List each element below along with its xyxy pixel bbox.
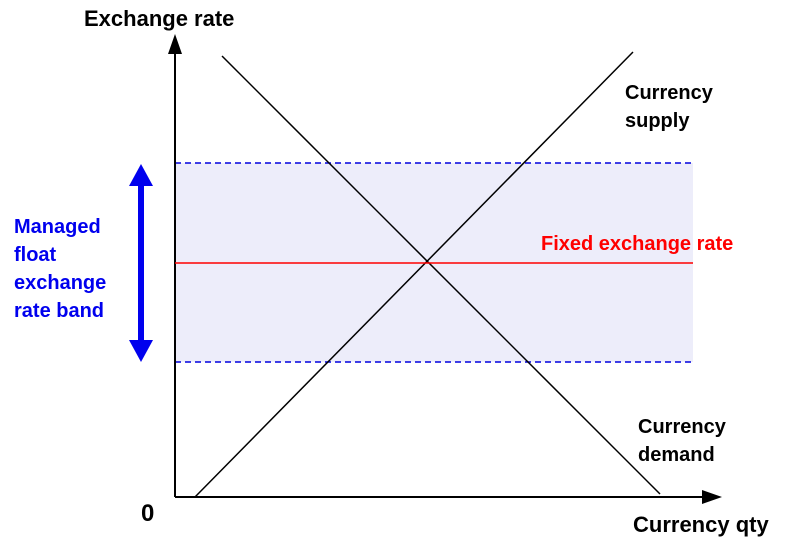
band-arrow-bottom-head xyxy=(129,340,153,362)
fixed-rate-label: Fixed exchange rate xyxy=(541,233,733,255)
demand-label-line2: demand xyxy=(638,444,715,466)
origin-label: 0 xyxy=(141,500,154,527)
x-axis-arrowhead xyxy=(702,490,722,504)
band-label-line1: Managed xyxy=(14,216,101,238)
band-label-line2: float xyxy=(14,244,57,266)
demand-label-line1: Currency xyxy=(638,416,727,438)
demand-curve xyxy=(221,55,661,495)
band-label-line3: exchange xyxy=(14,272,106,294)
supply-label-line1: Currency xyxy=(625,82,714,104)
x-axis-label: Currency qty xyxy=(633,512,769,537)
band-arrow-top-head xyxy=(129,164,153,186)
y-axis-label: Exchange rate xyxy=(84,6,234,31)
supply-label-line2: supply xyxy=(625,110,690,132)
band-label-line4: rate band xyxy=(14,300,104,322)
supply-curve xyxy=(194,51,634,498)
y-axis-arrowhead xyxy=(168,34,182,54)
